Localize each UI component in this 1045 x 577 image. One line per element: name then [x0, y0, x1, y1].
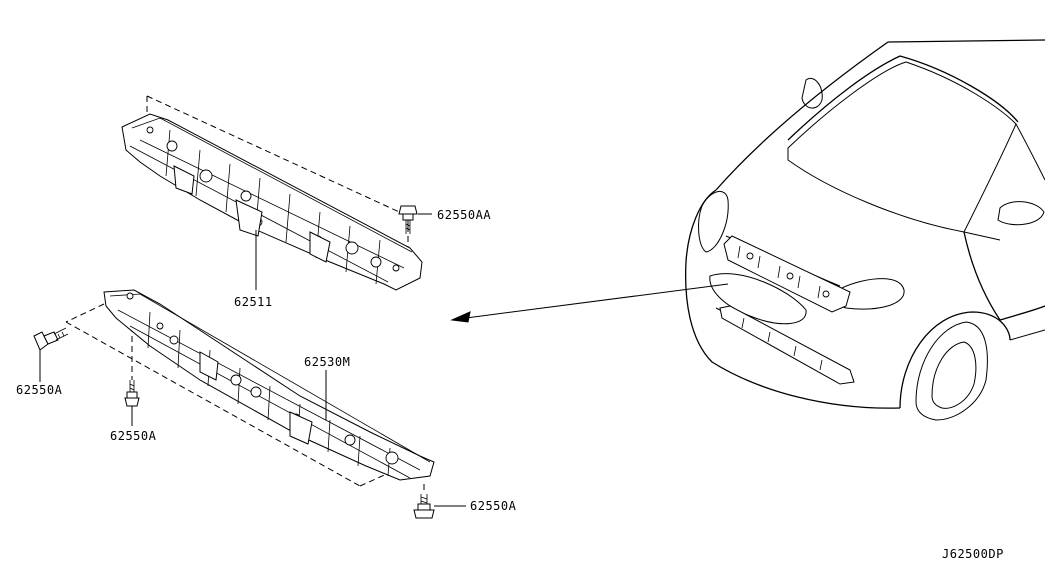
callout-62550a-left: 62550A [16, 383, 63, 397]
callout-62550aa: 62550AA [437, 208, 491, 222]
callout-62550a-bottom: 62550A [470, 499, 517, 513]
vehicle-front-view [685, 39, 1045, 421]
bolt-62550a-mid [124, 380, 140, 407]
car-lower-member [719, 305, 855, 385]
bolt-62550aa [398, 205, 418, 234]
callout-62511: 62511 [234, 295, 273, 309]
callout-62550a-mid: 62550A [110, 429, 157, 443]
upper-radiator-core-member [121, 95, 423, 291]
lower-radiator-core-member [65, 289, 435, 487]
callout-62530m: 62530M [304, 355, 350, 369]
diagram-code: J62500DP [942, 547, 1004, 561]
bolt-62550a-bottom [413, 484, 435, 519]
bolt-62550a-left [33, 327, 69, 351]
car-upper-member [723, 235, 851, 313]
location-arrow [450, 283, 729, 323]
